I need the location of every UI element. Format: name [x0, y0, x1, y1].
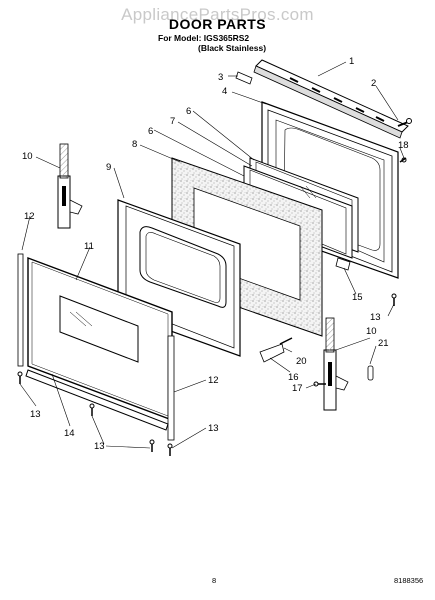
spring-part [367, 365, 374, 381]
callout-label: 8 [132, 139, 137, 150]
leader-lines [19, 61, 405, 449]
outer-door-glass-part [27, 256, 173, 422]
callout-label: 12 [208, 375, 219, 386]
callout-labels: 1 2 3 4 6 6 7 8 9 10 10 11 12 12 13 13 1… [22, 56, 409, 452]
callout-label: 13 [94, 441, 105, 452]
callout-label: 10 [22, 151, 33, 162]
callout-label: 18 [398, 140, 409, 151]
callout-label: 13 [370, 312, 381, 323]
hinge-right-part [323, 317, 349, 411]
finish-line: (Black Stainless) [198, 43, 267, 53]
page-number: 8 [212, 576, 217, 585]
callout-label: 11 [84, 241, 94, 252]
page-title: DOOR PARTS [168, 16, 267, 32]
bottom-trim-part [25, 369, 169, 431]
screw-set-part [17, 157, 407, 456]
callout-label: 6 [186, 106, 191, 117]
clip-part [335, 257, 351, 271]
callout-label: 16 [288, 372, 299, 383]
callout-label: 3 [218, 72, 223, 83]
model-line: For Model: IGS365RS2 [158, 33, 250, 43]
bracket-part [235, 71, 253, 85]
side-trim-right-part [167, 335, 175, 441]
model-info: For Model: IGS365RS2 (Black Stainless) [158, 33, 266, 53]
callout-label: 9 [106, 162, 111, 173]
callout-label: 6 [148, 126, 153, 137]
callout-label: 10 [366, 326, 377, 337]
vent-trim-part [253, 59, 409, 139]
screw-part [397, 118, 412, 127]
callout-label: 4 [222, 86, 227, 97]
hinge-left-part [57, 143, 83, 229]
callout-label: 1 [349, 56, 354, 67]
hinge-bracket-part [259, 337, 293, 363]
callout-label: 14 [64, 428, 75, 439]
callout-label: 21 [378, 338, 389, 349]
callout-label: 15 [352, 292, 363, 303]
callout-label: 7 [170, 116, 175, 127]
watermark-text: AppliancePartsPros.com [121, 5, 314, 24]
side-trim-left-part [17, 253, 24, 367]
callout-label: 12 [24, 211, 35, 222]
callout-label: 20 [296, 356, 307, 367]
callout-label: 2 [371, 78, 376, 89]
callout-label: 13 [208, 423, 219, 434]
callout-label: 17 [292, 383, 303, 394]
document-number: 8188356 [394, 576, 424, 585]
callout-label: 13 [30, 409, 41, 420]
